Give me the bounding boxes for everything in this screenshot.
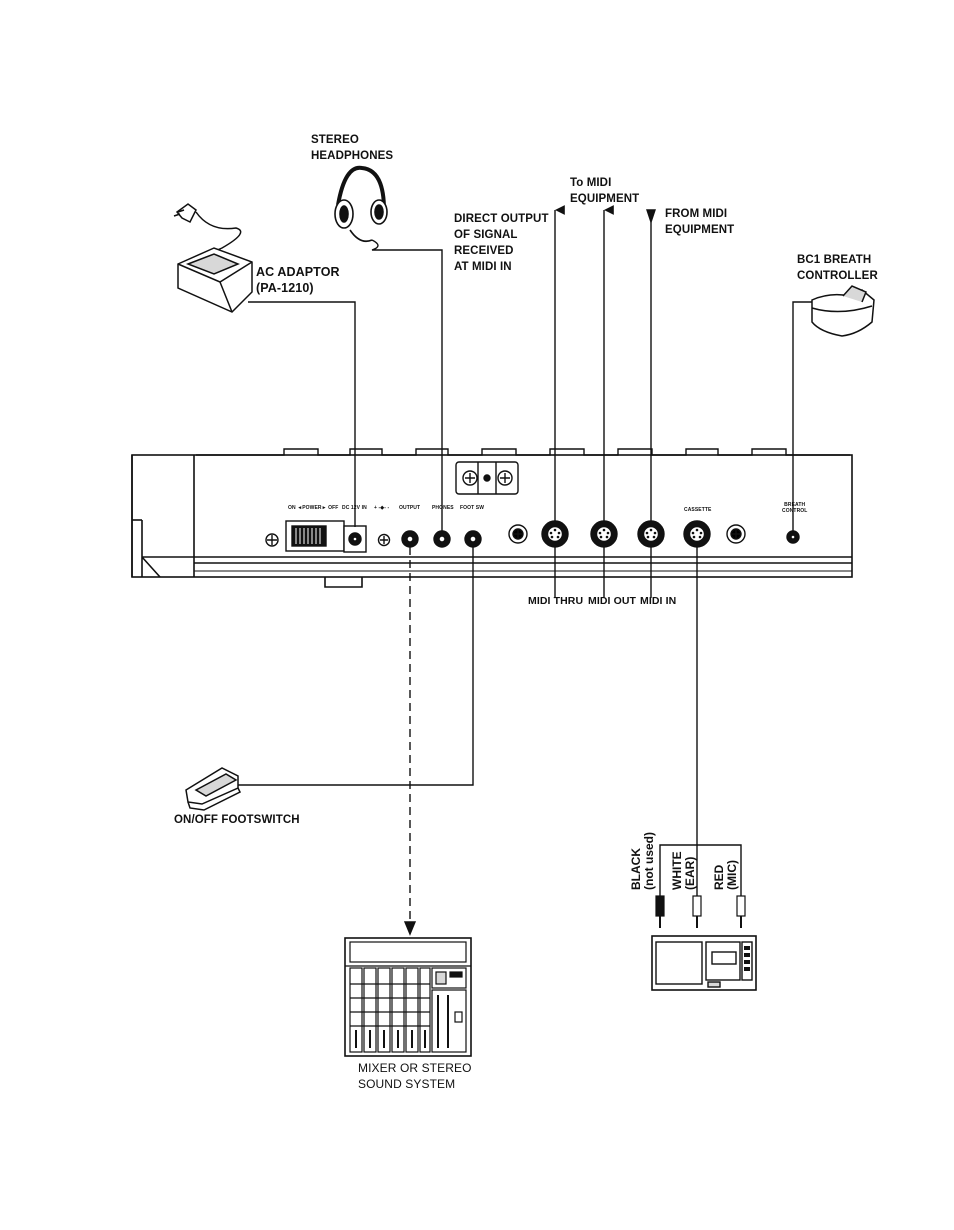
breath-controller-icon	[811, 285, 875, 337]
mixer-icon	[344, 937, 472, 1057]
label-from-midi-equipment: FROM MIDI EQUIPMENT	[665, 208, 735, 236]
breath-controller-cable	[792, 301, 812, 531]
power-switch	[285, 520, 345, 552]
label-footswitch: ON/OFF FOOTSWITCH	[174, 814, 300, 826]
midi-in-socket	[637, 520, 665, 548]
panel-bracket	[455, 461, 519, 495]
panel-label-dc-in: DC 12V IN	[342, 505, 367, 511]
label-ac-adaptor: AC ADAPTOR (PA-1210)	[256, 265, 340, 295]
midi-thru-socket	[541, 520, 569, 548]
label-midi-in: MIDI IN	[640, 595, 677, 607]
label-direct-output: DIRECT OUTPUT OF SIGNAL RECEIVED AT MIDI…	[454, 213, 549, 273]
keyboard-rear-panel	[131, 448, 853, 588]
panel-label-cassette: CASSETTE	[684, 507, 712, 513]
panel-label-output: OUTPUT	[399, 505, 421, 511]
cables	[232, 205, 812, 936]
dc-in-jack	[343, 525, 367, 553]
midi-in-arrow	[646, 209, 656, 225]
cassette-cable	[659, 547, 698, 898]
cassette-socket	[683, 520, 711, 548]
panel-label-breath-control: BREATH CONTROL	[782, 502, 808, 514]
white-plug-icon	[692, 895, 702, 928]
panel-label-power: ON ◄POWER► OFF	[288, 505, 339, 511]
phones-jack	[433, 530, 451, 548]
foot-sw-jack	[464, 530, 482, 548]
midi-out-socket	[590, 520, 618, 548]
output-jack	[401, 530, 419, 548]
cassette-recorder-icon	[651, 935, 757, 991]
adaptor-cable	[248, 301, 356, 527]
label-stereo-headphones: STEREO HEADPHONES	[311, 134, 394, 162]
label-black-plug: BLACK (not used)	[629, 832, 656, 890]
mixer-channel-strips	[349, 967, 431, 1053]
label-mixer: MIXER OR STEREO SOUND SYSTEM	[358, 1061, 472, 1091]
headphones-icon	[334, 165, 388, 243]
panel-label-polarity: + -◆- -	[374, 505, 390, 511]
label-bc1-breath-controller: BC1 BREATH CONTROLLER	[797, 254, 878, 282]
headphones-cable	[371, 239, 443, 531]
label-midi-thru: MIDI THRU	[528, 595, 584, 607]
red-plug-icon	[736, 895, 746, 928]
label-to-midi-equipment: To MIDI EQUIPMENT	[570, 177, 640, 205]
panel-top-ridges	[196, 448, 850, 456]
panel-label-phones: PHONES	[432, 505, 454, 511]
mixer-master-section	[431, 967, 467, 1053]
screw-icon	[726, 524, 746, 544]
cassette-plugs	[655, 895, 746, 928]
black-plug-icon	[655, 895, 665, 928]
breath-control-jack	[786, 530, 800, 544]
footswitch-cable	[232, 547, 474, 786]
label-midi-out: MIDI OUT	[588, 595, 637, 607]
footswitch-icon	[185, 767, 242, 811]
panel-label-foot-sw: FOOT SW	[460, 505, 485, 511]
screw-icon	[508, 524, 528, 544]
label-red-plug: RED (MIC)	[712, 860, 739, 890]
screw-icon	[265, 533, 279, 547]
label-white-plug: WHITE (EAR)	[670, 851, 697, 890]
screw-icon	[377, 533, 391, 547]
panel-jacks	[265, 461, 800, 553]
ac-adaptor-icon	[173, 203, 253, 313]
